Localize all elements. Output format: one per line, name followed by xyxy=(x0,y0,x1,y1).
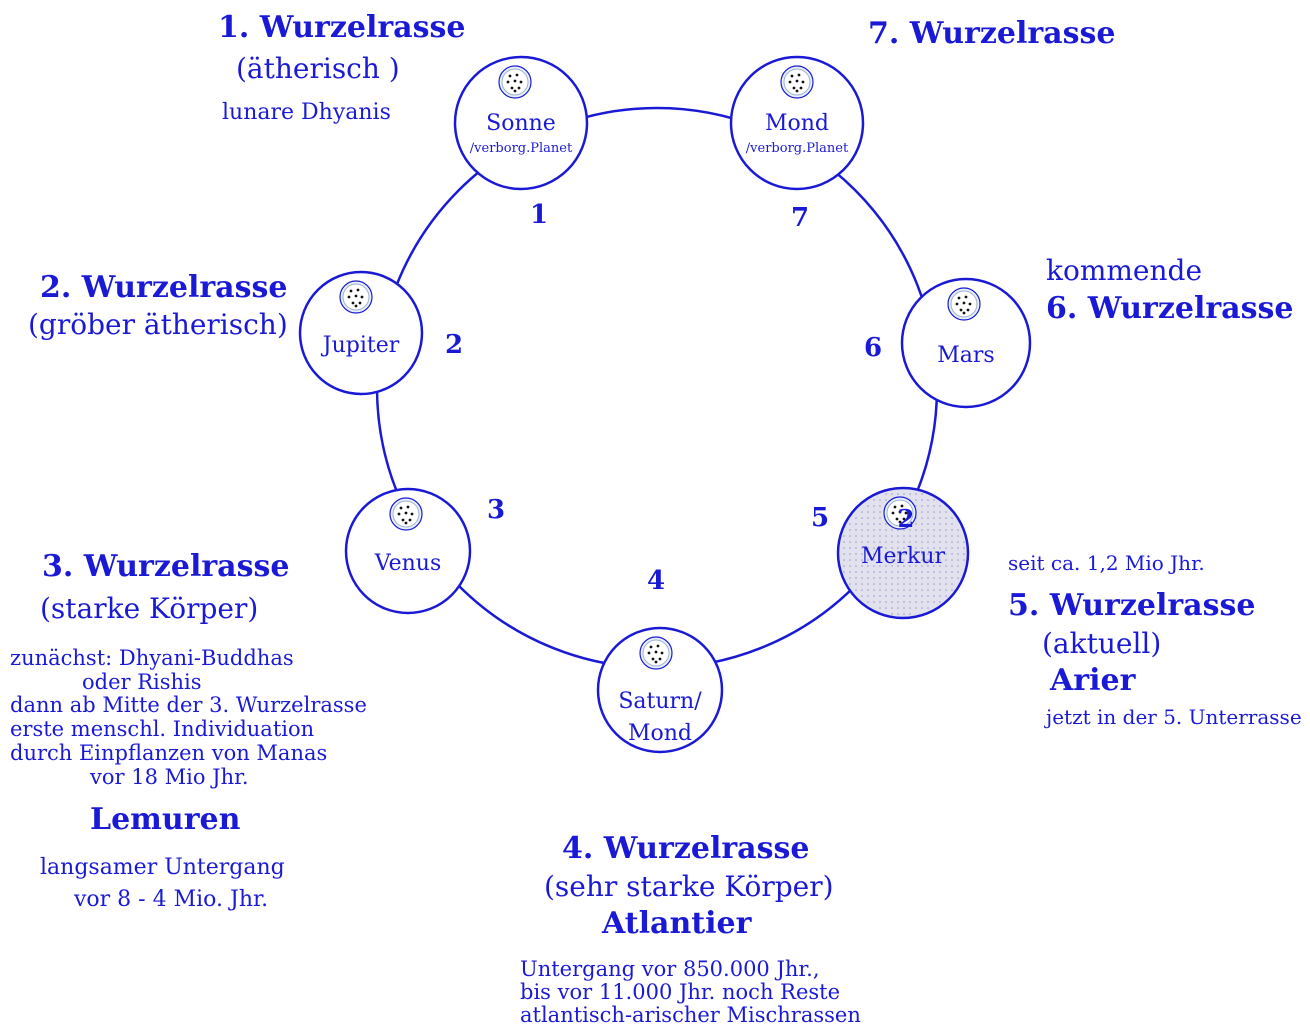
dotted-disc-icon xyxy=(639,636,673,670)
race1-subtitle: (ätherisch ) xyxy=(236,52,400,85)
planet-label: Jupiter xyxy=(321,333,400,358)
planet-circle xyxy=(729,55,865,191)
race3-decline: langsamer Untergang xyxy=(40,855,285,880)
race1-note: lunare Dhyanis xyxy=(222,100,391,125)
race2-subtitle: (gröber ätherisch) xyxy=(28,308,288,341)
planet-sublabel: Mond xyxy=(628,721,692,746)
race4-people: Atlantier xyxy=(602,906,752,941)
planet-label: Mars xyxy=(937,343,994,368)
ring-number-2: 2 xyxy=(445,330,464,360)
dotted-disc-icon xyxy=(883,496,917,530)
race3-line: oder Rishis xyxy=(82,670,202,694)
ring-number-1: 1 xyxy=(530,200,549,230)
race3-people: Lemuren xyxy=(90,802,241,837)
race5-people: Arier xyxy=(1050,663,1136,698)
dotted-disc-icon xyxy=(339,280,373,314)
race6-pre: kommende xyxy=(1046,254,1203,287)
ring-number-6: 6 xyxy=(864,333,883,363)
planet-circle xyxy=(596,626,724,754)
race4-line: atlantisch-arischer Mischrassen xyxy=(520,1003,861,1027)
race3-decline-date: vor 8 - 4 Mio. Jhr. xyxy=(74,887,269,912)
race3-line: erste menschl. Individuation xyxy=(10,717,315,741)
race4-line: Untergang vor 850.000 Jhr., xyxy=(520,957,820,981)
race1-title: 1. Wurzelrasse xyxy=(218,10,466,45)
race3-line: dann ab Mitte der 3. Wurzelrasse xyxy=(10,693,367,717)
race5-subtitle: (aktuell) xyxy=(1042,627,1162,660)
race3-title: 3. Wurzelrasse xyxy=(42,549,290,584)
ring-number-4: 4 xyxy=(647,566,666,596)
dotted-disc-icon xyxy=(498,65,532,99)
race5-note: jetzt in der 5. Unterrasse xyxy=(1046,705,1302,729)
planet-node-sonne: Sonne/verborg.Planet xyxy=(453,55,589,191)
dotted-disc-icon xyxy=(389,497,423,531)
planet-marker: 2 xyxy=(898,504,915,533)
planet-circle xyxy=(344,487,472,615)
race4-subtitle: (sehr starke Körper) xyxy=(544,870,834,903)
ring-number-5: 5 xyxy=(811,503,830,533)
planet-label: Mond xyxy=(765,111,829,136)
planet-node-mond: Mond/verborg.Planet xyxy=(729,55,865,191)
ring-number-7: 7 xyxy=(791,203,810,233)
dotted-disc-icon xyxy=(947,287,981,321)
race5-since: seit ca. 1,2 Mio Jhr. xyxy=(1008,551,1205,575)
ring-number-3: 3 xyxy=(487,495,506,525)
planet-node-mars: Mars xyxy=(900,277,1032,409)
race5-title: 5. Wurzelrasse xyxy=(1008,588,1256,623)
planet-node-jupiter: Jupiter xyxy=(298,270,424,396)
race4-title: 4. Wurzelrasse xyxy=(562,831,810,866)
planet-node-saturn: Saturn/Mond xyxy=(596,626,724,754)
race2-title: 2. Wurzelrasse xyxy=(40,270,288,305)
planet-circle xyxy=(836,486,970,620)
race7-title: 7. Wurzelrasse xyxy=(868,16,1116,51)
planet-circle xyxy=(453,55,589,191)
planet-sublabel: /verborg.Planet xyxy=(746,141,849,156)
planet-label: Saturn/ xyxy=(618,689,702,714)
race6-title: 6. Wurzelrasse xyxy=(1046,291,1294,326)
dotted-disc-icon xyxy=(780,65,814,99)
planet-label: Venus xyxy=(374,551,442,576)
planet-label: Sonne xyxy=(486,111,556,136)
race3-line: vor 18 Mio Jhr. xyxy=(90,765,249,789)
planet-circle xyxy=(900,277,1032,409)
race4-line: bis vor 11.000 Jhr. noch Reste xyxy=(520,980,841,1004)
race3-subtitle: (starke Körper) xyxy=(40,592,259,625)
planet-sublabel: /verborg.Planet xyxy=(470,141,573,156)
planet-circle xyxy=(298,270,424,396)
race3-line: durch Einpflanzen von Manas xyxy=(10,741,328,765)
race3-line: zunächst: Dhyani-Buddhas xyxy=(10,646,294,670)
planet-node-venus: Venus xyxy=(344,487,472,615)
planet-label: Merkur xyxy=(861,544,946,569)
